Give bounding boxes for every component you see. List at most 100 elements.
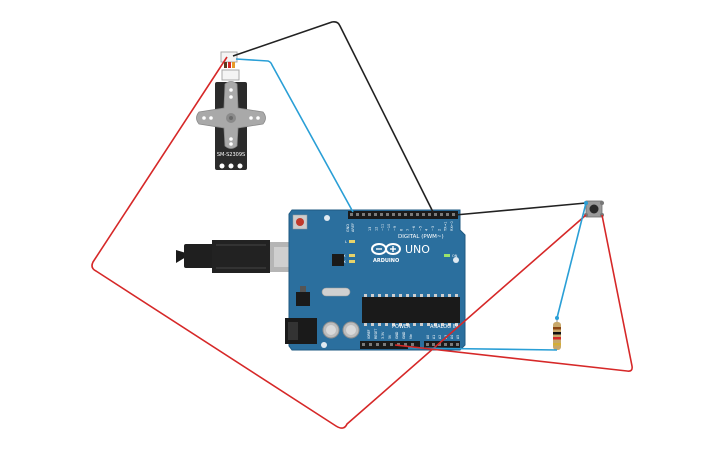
- chip-pin: [392, 323, 395, 326]
- chip-pin: [364, 323, 367, 326]
- horn-hole: [209, 116, 213, 120]
- header-pin[interactable]: [434, 213, 437, 216]
- chip-pin: [392, 294, 395, 297]
- chip-pin: [441, 294, 444, 297]
- wire-endpoints: [555, 201, 588, 320]
- power-label: POWER: [392, 324, 411, 330]
- header-pin[interactable]: [404, 213, 407, 216]
- arduino-logo-text: ARDUINO: [373, 258, 399, 264]
- analog-header[interactable]: [424, 341, 460, 349]
- analog-pin-label: A1: [432, 335, 436, 339]
- analog-pin-label: A2: [438, 335, 442, 339]
- led-tx: [349, 254, 355, 257]
- header-pin[interactable]: [376, 343, 379, 346]
- power-pin-label: GND: [395, 331, 399, 339]
- servo-connector[interactable]: [220, 51, 238, 63]
- digital-pin-label: 8: [400, 229, 404, 231]
- digital-pin-label: ~11: [381, 224, 385, 231]
- header-pin[interactable]: [398, 213, 401, 216]
- power-pin-label: Vin: [409, 334, 413, 339]
- aref-label: AREF: [351, 223, 355, 232]
- header-pin[interactable]: [397, 343, 400, 346]
- header-pin[interactable]: [411, 343, 414, 346]
- header-pin[interactable]: [392, 213, 395, 216]
- digital-pin-label: 2: [437, 229, 441, 231]
- chip-pin: [420, 323, 423, 326]
- chip-pin: [455, 294, 458, 297]
- header-pin[interactable]: [380, 213, 383, 216]
- header-pin[interactable]: [390, 343, 393, 346]
- servo-motor[interactable]: SM-S2309S: [196, 51, 266, 170]
- digital-pin-label: RX←0: [450, 221, 454, 231]
- header-pin[interactable]: [362, 343, 365, 346]
- digital-pin-label: 7: [406, 229, 410, 231]
- chip-pin: [385, 294, 388, 297]
- gnd-label: GND: [346, 224, 350, 232]
- header-pin[interactable]: [350, 213, 353, 216]
- header-pin[interactable]: [438, 343, 441, 346]
- svg-text:ON: ON: [452, 254, 458, 258]
- resistor[interactable]: [553, 318, 561, 350]
- bottom-header-pins: [362, 343, 459, 346]
- chip-pin: [434, 294, 437, 297]
- digital-pin-label: 13: [368, 227, 372, 231]
- chip-pin: [406, 294, 409, 297]
- header-pin[interactable]: [452, 213, 455, 216]
- chip-pin: [378, 323, 381, 326]
- wire-blue-resistor-arduino[interactable]: [407, 347, 558, 351]
- header-pin[interactable]: [356, 213, 359, 216]
- header-pin[interactable]: [383, 343, 386, 346]
- header-pin[interactable]: [450, 343, 453, 346]
- analog-pin-label: A0: [426, 335, 430, 339]
- header-pin[interactable]: [456, 343, 459, 346]
- header-pin[interactable]: [374, 213, 377, 216]
- header-pin[interactable]: [432, 343, 435, 346]
- header-pin[interactable]: [446, 213, 449, 216]
- header-pin[interactable]: [410, 213, 413, 216]
- digital-pin-label: ~3: [431, 226, 435, 231]
- header-pin[interactable]: [444, 343, 447, 346]
- servo-model-label: SM-S2309S: [217, 152, 245, 158]
- header-pin[interactable]: [440, 213, 443, 216]
- header-pin[interactable]: [404, 343, 407, 346]
- header-pin[interactable]: [368, 213, 371, 216]
- header-pin[interactable]: [362, 213, 365, 216]
- chip-pin: [399, 323, 402, 326]
- chip-pin: [371, 294, 374, 297]
- chip-pin: [406, 323, 409, 326]
- horn-hole: [249, 116, 253, 120]
- digital-label: DIGITAL (PWM~): [398, 234, 444, 240]
- chip-pin: [364, 294, 367, 297]
- chip-pin: [448, 294, 451, 297]
- wires: [91, 21, 633, 429]
- wire-blue-button-resistor[interactable]: [556, 202, 587, 319]
- header-pin[interactable]: [422, 213, 425, 216]
- wire-blue-servo-signal[interactable]: [235, 58, 354, 213]
- power-pin-label: 3.3V: [381, 331, 385, 339]
- wire-red-button-5v[interactable]: [394, 214, 633, 372]
- header-pin[interactable]: [416, 213, 419, 216]
- board-model: UNO: [405, 243, 430, 256]
- horn-hole: [229, 95, 233, 99]
- header-pin[interactable]: [428, 213, 431, 216]
- wire-black-button-gnd[interactable]: [454, 202, 587, 216]
- atmega-chip-pins: [364, 294, 458, 326]
- header-pin[interactable]: [369, 343, 372, 346]
- chip-pin: [420, 294, 423, 297]
- usb-chip: [332, 254, 344, 266]
- wire-red-servo-power[interactable]: [91, 56, 587, 429]
- digital-pin-label: 12: [374, 227, 378, 231]
- chip-pin: [413, 323, 416, 326]
- digital-header[interactable]: [348, 211, 458, 219]
- digital-pin-label: ~9: [393, 226, 397, 231]
- atmega-chip[interactable]: [362, 297, 460, 323]
- header-pin[interactable]: [426, 343, 429, 346]
- wire-black-servo-gnd[interactable]: [232, 21, 434, 213]
- power-pin-label: RESET: [374, 329, 378, 339]
- digital-pin-label: ~6: [412, 226, 416, 231]
- power-pin-label: IOREF: [367, 329, 371, 339]
- header-pin[interactable]: [386, 213, 389, 216]
